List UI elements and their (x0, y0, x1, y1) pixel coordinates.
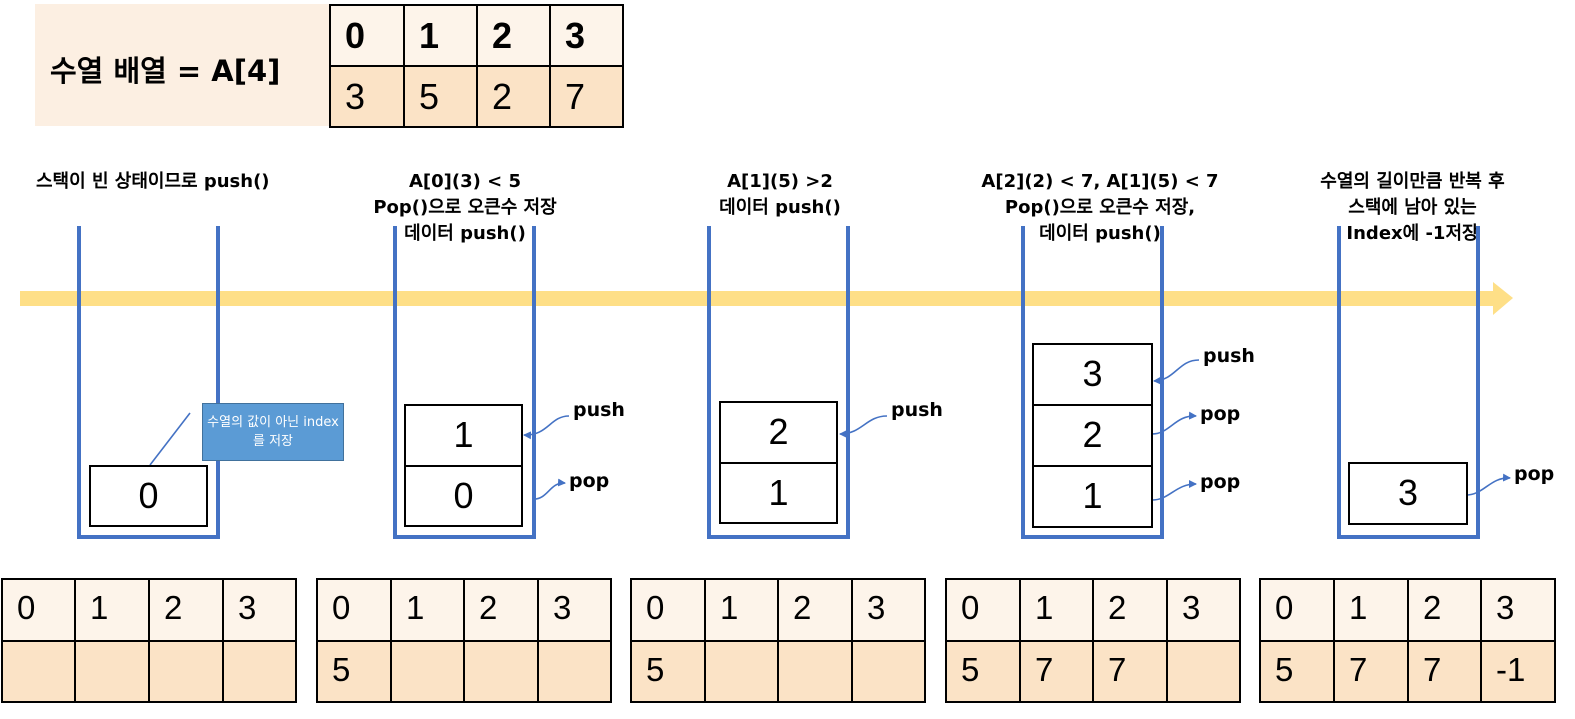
result-index-cell: 1 (74, 578, 150, 642)
result-value-cell: 7 (1092, 640, 1168, 703)
result-value-cell (704, 640, 779, 703)
stack-container-4 (1021, 226, 1164, 539)
push-label: push (891, 399, 943, 421)
stack-containers (77, 226, 1480, 539)
pop-label: pop (1514, 463, 1555, 485)
stack-container-2 (393, 226, 536, 539)
result-value-cell (1, 640, 76, 703)
push-label: push (1203, 345, 1255, 367)
result-value-cell: 5 (630, 640, 706, 703)
pop-arrow (1151, 480, 1197, 501)
stack-box: 2 (1032, 404, 1153, 467)
header-index-cell: 3 (549, 4, 624, 67)
result-index-cell: 2 (148, 578, 224, 642)
result-index-cell: 1 (1333, 578, 1409, 642)
result-value-cell: 7 (1333, 640, 1409, 703)
header-index-cell: 1 (403, 4, 478, 67)
pop-label: pop (1200, 403, 1241, 425)
pop-label: pop (569, 470, 610, 492)
push-arrow (839, 415, 888, 438)
result-value-cell: -1 (1480, 640, 1556, 703)
stack-box: 0 (89, 465, 208, 527)
callout-pointer-line (149, 412, 191, 466)
stack-box: 2 (719, 401, 838, 464)
stack-box: 1 (404, 404, 523, 467)
result-index-cell: 2 (777, 578, 853, 642)
stack-container-5 (1337, 226, 1480, 539)
result-value-cell: 5 (1259, 640, 1335, 703)
result-index-cell: 0 (316, 578, 392, 642)
result-value-cell (148, 640, 224, 703)
stack-box: 3 (1032, 343, 1153, 406)
result-value-cell: 7 (1019, 640, 1094, 703)
timeline-arrow (20, 282, 1513, 315)
label-arrows (149, 359, 1511, 501)
result-index-cell: 0 (630, 578, 706, 642)
result-index-cell: 3 (222, 578, 297, 642)
result-value-cell (463, 640, 539, 703)
result-value-cell: 5 (945, 640, 1021, 703)
push-arrow (1153, 359, 1200, 385)
result-index-cell: 0 (1, 578, 76, 642)
pop-arrow (1465, 473, 1511, 496)
stack-box: 1 (1032, 465, 1153, 528)
result-index-cell: 1 (390, 578, 465, 642)
result-value-cell (1166, 640, 1241, 703)
result-index-cell: 1 (1019, 578, 1094, 642)
index-note-callout: 수열의 값이 아닌 index를 저장 (202, 403, 344, 461)
pop-arrow (1151, 411, 1197, 435)
result-index-cell: 3 (1480, 578, 1556, 642)
result-value-cell (74, 640, 150, 703)
stack-container-3 (707, 226, 850, 539)
result-index-cell: 0 (1259, 578, 1335, 642)
header-panel (35, 4, 335, 126)
push-arrow (523, 415, 570, 440)
result-value-cell: 7 (1407, 640, 1482, 703)
step-2-caption: A[0](3) < 5 Pop()으로 오큰수 저장 데이터 push() (373, 171, 557, 244)
pop-label: pop (1200, 471, 1241, 493)
stack-box: 3 (1348, 462, 1468, 525)
array-title: 수열 배열 = A[4] (50, 54, 281, 88)
result-index-cell: 2 (1407, 578, 1482, 642)
stack-box: 0 (404, 465, 523, 527)
result-value-cell: 5 (316, 640, 392, 703)
stack-box: 1 (719, 462, 838, 524)
result-index-cell: 1 (704, 578, 779, 642)
result-value-cell (537, 640, 612, 703)
result-index-cell: 3 (1166, 578, 1241, 642)
step-5-caption: 수열의 길이만큼 반복 후 스택에 남아 있는 Index에 -1저장 (1320, 171, 1505, 244)
step-1-caption: 스택이 빈 상태이므로 push() (36, 171, 270, 192)
result-value-cell (222, 640, 297, 703)
pop-arrow (533, 478, 566, 500)
result-index-cell: 3 (851, 578, 926, 642)
header-value-cell: 5 (403, 65, 478, 128)
stack-container-1 (77, 226, 220, 539)
result-value-cell (390, 640, 465, 703)
step-4-caption: A[2](2) < 7, A[1](5) < 7 Pop()으로 오큰수 저장,… (981, 171, 1219, 244)
result-index-cell: 2 (463, 578, 539, 642)
result-index-cell: 0 (945, 578, 1021, 642)
push-label: push (573, 399, 625, 421)
result-index-cell: 2 (1092, 578, 1168, 642)
header-value-cell: 7 (549, 65, 624, 128)
result-index-cell: 3 (537, 578, 612, 642)
result-value-cell (851, 640, 926, 703)
step-3-caption: A[1](5) >2 데이터 push() (719, 171, 841, 218)
header-value-cell: 2 (476, 65, 551, 128)
result-value-cell (777, 640, 853, 703)
